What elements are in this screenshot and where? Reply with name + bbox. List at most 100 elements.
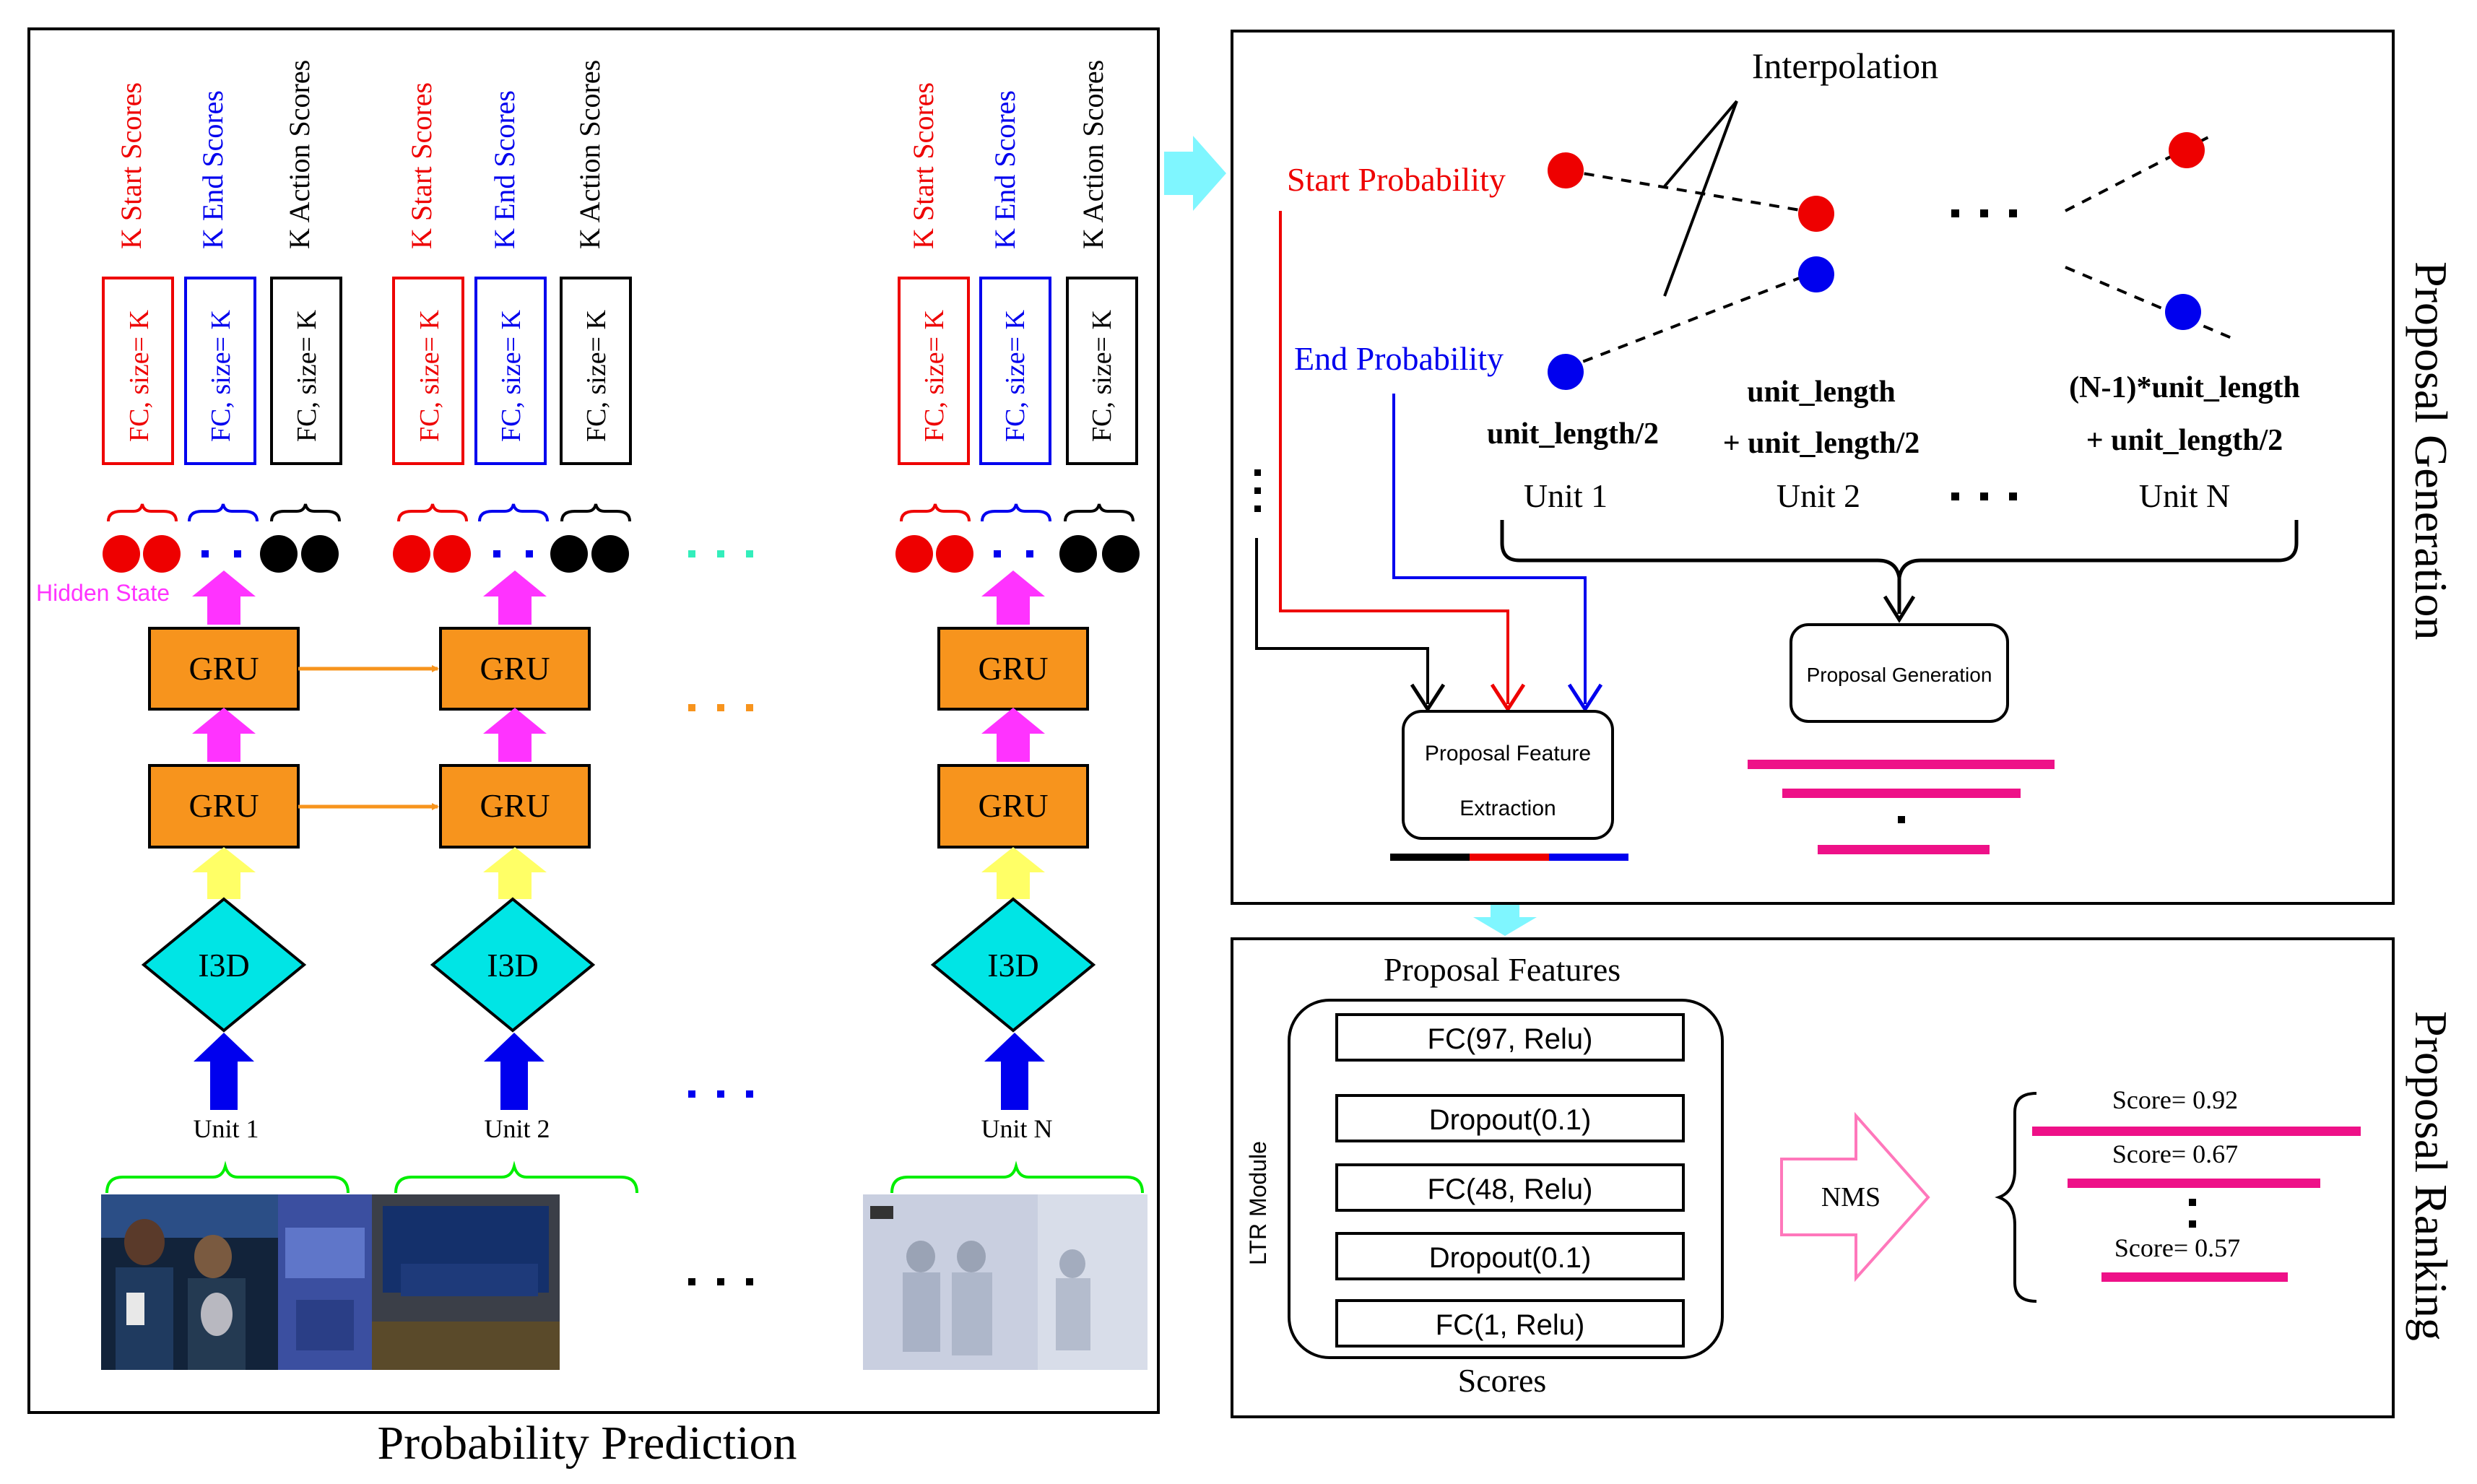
unit1-time-label: unit_length/2 — [1487, 417, 1659, 451]
proposal-generation-side-title: Proposal Generation — [2406, 261, 2457, 640]
gru-label: GRU — [978, 787, 1048, 824]
gru-label: GRU — [978, 650, 1048, 687]
ltr-module-label: LTR Module — [1245, 1141, 1271, 1265]
i3d-hexagon — [430, 897, 596, 1033]
ranked-proposal-dot — [2189, 1199, 2196, 1206]
proposal-ranking-panel — [1231, 937, 2395, 1418]
start-prob-point — [1798, 196, 1834, 232]
feature-arrow — [192, 847, 256, 899]
input-arrow — [194, 1033, 254, 1110]
unit-label: Unit 1 — [193, 1114, 259, 1143]
k-start-scores-label: K Start Scores — [907, 82, 940, 249]
fc-action-label: FC, size= K — [581, 310, 612, 442]
proposal-generation-panel — [1231, 30, 2395, 905]
brace-action — [560, 503, 631, 522]
start-prob-point — [1548, 152, 1584, 188]
unitn-time-label: + unit_length/2 — [2086, 424, 2283, 457]
gru-to-gru-arrow — [483, 708, 547, 762]
action-score-dot — [1059, 535, 1097, 573]
gru-label: GRU — [480, 650, 550, 687]
fc-end-label: FC, size= K — [496, 310, 526, 442]
brace-end — [981, 503, 1051, 522]
start-score-dot — [143, 535, 181, 573]
layer-box — [1335, 1094, 1685, 1142]
i3d-hexagon — [930, 897, 1096, 1033]
fc-start-label: FC, size= K — [919, 310, 950, 442]
feature-extraction-label: Proposal Feature — [1425, 742, 1591, 765]
end-score-dot — [1026, 550, 1033, 557]
ranked-results-brace — [1995, 1092, 2037, 1303]
brace-end — [478, 503, 549, 522]
brace-action — [1064, 503, 1135, 522]
end-score-dot — [234, 550, 241, 557]
ranked-proposal-dot — [2189, 1220, 2196, 1228]
k-end-scores-label: K End Scores — [989, 90, 1021, 249]
proposal-generation-box — [1790, 623, 2009, 723]
end-flow-line — [1392, 394, 1587, 704]
feature-bar-end — [1549, 854, 1628, 861]
gru-box-upper — [148, 627, 300, 711]
fc-start-box — [102, 277, 174, 465]
feature-bar-start — [1470, 854, 1549, 861]
score-label: Score= 0.57 — [2114, 1233, 2240, 1262]
end-prob-point — [1548, 354, 1584, 390]
ranked-proposal-bar — [2068, 1179, 2320, 1188]
end-interp-line — [1565, 272, 1813, 370]
start-prob-point — [2169, 132, 2205, 168]
fc-action-label: FC, size= K — [292, 310, 322, 442]
start-score-dot — [936, 535, 973, 573]
layer-box — [1335, 1163, 1685, 1212]
unitn-time-label: (N-1)*unit_length — [2069, 371, 2300, 404]
end-flow-arrowhead — [1567, 683, 1603, 713]
fc-action-box — [270, 277, 342, 465]
unit-label: Unit N — [2139, 477, 2231, 514]
score-label: Score= 0.67 — [2112, 1140, 2238, 1168]
action-score-dot — [550, 535, 588, 573]
feature-bar-action — [1390, 854, 1470, 861]
gru-to-gru-arrow — [192, 708, 256, 762]
brace-to-generation-arrow — [1883, 578, 1916, 623]
end-score-dot — [493, 550, 500, 557]
action-flow-arrowhead — [1410, 683, 1446, 713]
proposal-bar-dot — [1898, 816, 1905, 823]
fc-start-box — [392, 277, 464, 465]
unit-label: Unit 2 — [484, 1114, 550, 1143]
gru-label: GRU — [480, 787, 550, 824]
input-arrow — [484, 1033, 545, 1110]
gru-to-gru-arrow — [981, 708, 1045, 762]
fc-end-box — [979, 277, 1051, 465]
fc-end-box — [474, 277, 547, 465]
probability-prediction-caption: Probability Prediction — [377, 1417, 797, 1470]
unit-column-1: K Start Scores K End Scores K Action Sco… — [102, 60, 350, 1194]
proposal-generation-box-label: Proposal Generation — [1807, 664, 1992, 686]
ellipsis-dots — [1951, 209, 2017, 500]
action-flow-line — [1255, 538, 1429, 704]
end-interp-line — [2065, 266, 2232, 339]
flow-arrow — [1164, 136, 1226, 211]
i3d-label: I3D — [487, 947, 539, 984]
brace-start — [900, 503, 971, 522]
brace-start — [107, 503, 178, 522]
layer-box — [1335, 1013, 1685, 1062]
interpolation-label: Interpolation — [1752, 45, 1938, 86]
layer-label: FC(48, Relu) — [1428, 1173, 1593, 1205]
video-frames-unit-n — [863, 1194, 1148, 1370]
frames-brace — [394, 1160, 638, 1194]
interpolation-pointer — [1663, 100, 1738, 188]
end-score-dot — [201, 550, 209, 557]
k-end-scores-label: K End Scores — [488, 90, 521, 249]
proposal-bar — [1748, 760, 2055, 769]
fc-start-box — [898, 277, 970, 465]
fc-action-box — [560, 277, 632, 465]
ellipsis-dots — [688, 550, 753, 1285]
feature-extraction-label: Extraction — [1459, 797, 1556, 820]
i3d-label: I3D — [198, 947, 250, 984]
k-action-scores-label: K Action Scores — [283, 60, 316, 249]
input-arrow — [984, 1033, 1045, 1110]
feature-arrow — [483, 847, 547, 899]
proposal-bar — [1782, 789, 2021, 798]
k-end-scores-label: K End Scores — [196, 90, 229, 249]
fc-start-label: FC, size= K — [415, 310, 445, 442]
fc-end-label: FC, size= K — [1000, 310, 1031, 442]
